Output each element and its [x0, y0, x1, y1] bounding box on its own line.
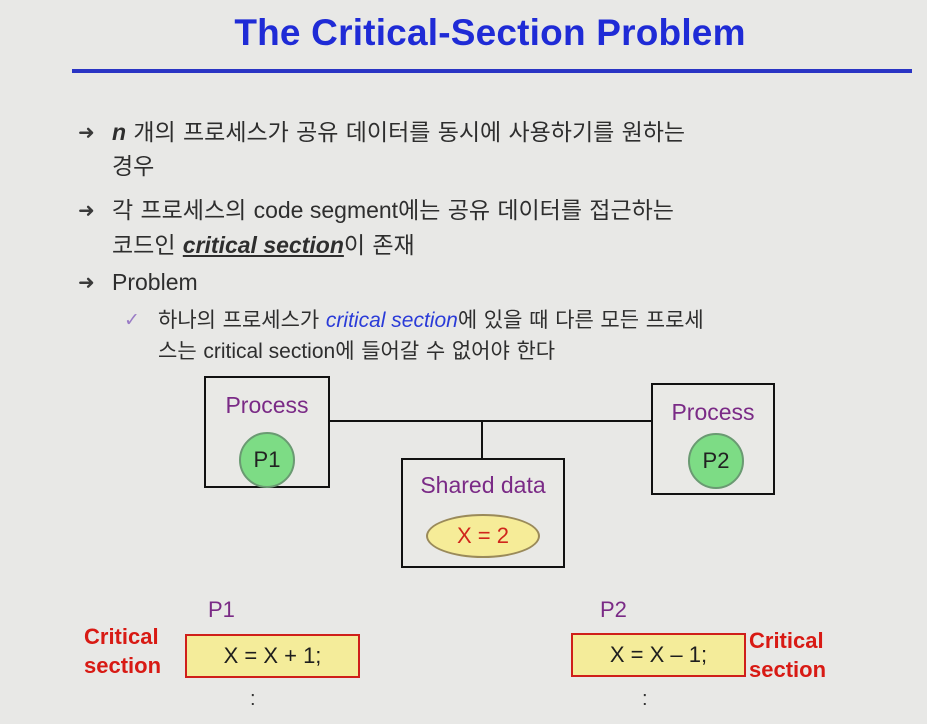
critical-label-line1: Critical [84, 624, 159, 649]
code-p1-name: P1 [208, 597, 235, 622]
critical-label-line1: Critical [749, 628, 824, 653]
code-continuation-p1: : [250, 688, 256, 710]
bullet-1: ➜ n 개의 프로세스가 공유 데이터를 동시에 사용하기를 원하는 경우 [78, 115, 878, 184]
arrow-bullet-icon: ➜ [78, 198, 95, 222]
critical-section-label-p1: Critical section [84, 622, 161, 680]
process-circle-p2: P2 [688, 433, 744, 489]
sub-line2-critical-section: critical section [203, 340, 336, 363]
shared-data-box: Shared data X = 2 [401, 458, 565, 568]
sub-bullet: ✓ 하나의 프로세스가 critical section에 있을 때 다른 모든… [124, 305, 864, 367]
title-rule [72, 69, 912, 73]
connector-horizontal [328, 420, 652, 422]
sub-pre: 하나의 프로세스가 [158, 308, 326, 332]
critical-section-label-p2: Critical section [749, 626, 826, 684]
bullet-2-pre: 각 프로세스의 [112, 198, 254, 224]
sub-line2-pre: 스는 [158, 339, 204, 363]
code-box-p2: X = X – 1; [571, 633, 746, 677]
arrow-bullet-icon: ➜ [78, 120, 95, 144]
arrow-bullet-icon: ➜ [78, 270, 95, 294]
checkmark-icon: ✓ [124, 309, 140, 331]
bullet-1-n: n [112, 119, 127, 145]
sub-critical-section: critical section [325, 309, 458, 332]
process-box-p2: Process P2 [651, 383, 775, 495]
bullet-1-text-line2: 경우 [112, 154, 155, 180]
process-label: Process [225, 392, 309, 418]
connector-vertical [481, 420, 483, 460]
bullet-2-line2-pre: 코드인 [112, 233, 183, 259]
process-circle-p1: P1 [239, 432, 295, 488]
bullet-2-post: 에는 공유 데이터를 접근하는 [398, 198, 674, 224]
bullet-2-code-segment: code segment [253, 197, 399, 223]
bullet-2-critical-section: critical section [182, 232, 344, 258]
process-box-p1: Process P1 [204, 376, 330, 488]
critical-label-line2: section [84, 653, 162, 678]
bullet-3-problem: Problem [112, 269, 198, 295]
sub-post: 에 있을 때 다른 모든 프로세 [457, 308, 704, 332]
bullet-3: ➜ Problem [78, 265, 878, 300]
process-label: Process [671, 399, 755, 425]
sub-line2-post: 에 들어갈 수 없어야 한다 [335, 339, 556, 363]
code-box-p1: X = X + 1; [185, 634, 360, 678]
shared-value-ellipse: X = 2 [426, 514, 540, 558]
page-title: The Critical-Section Problem [234, 12, 746, 53]
code-continuation-p2: : [642, 688, 648, 710]
bullet-2-line2-post: 이 존재 [343, 233, 415, 259]
critical-label-line2: section [749, 657, 827, 682]
code-p2-name: P2 [600, 597, 627, 622]
bullet-2: ➜ 각 프로세스의 code segment에는 공유 데이터를 접근하는 코드… [78, 193, 878, 263]
bullet-1-text: 개의 프로세스가 공유 데이터를 동시에 사용하기를 원하는 [126, 120, 686, 146]
shared-data-label: Shared data [420, 472, 546, 498]
